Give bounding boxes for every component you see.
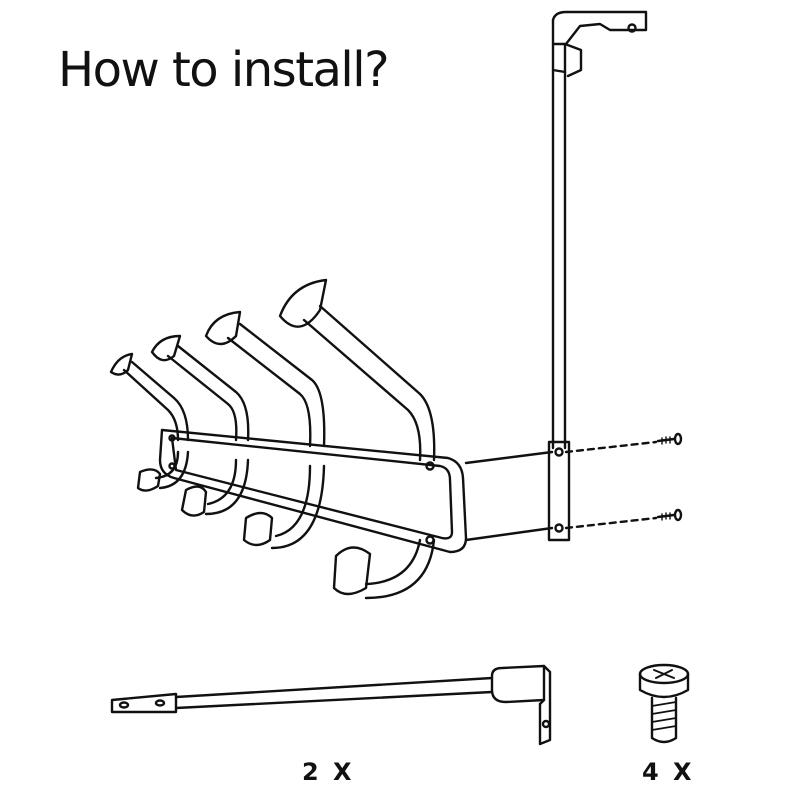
over-door-bracket-icon <box>547 10 648 542</box>
page-title: How to install? <box>58 42 390 98</box>
screw-quantity-label: 4 X <box>642 758 695 786</box>
bracket-quantity-label: 2 X <box>302 758 355 786</box>
screw-part-icon <box>638 663 690 744</box>
bracket-part-icon <box>110 664 552 746</box>
screw-icon <box>564 432 683 530</box>
coat-hook-rack-assembly-icon <box>109 278 554 600</box>
